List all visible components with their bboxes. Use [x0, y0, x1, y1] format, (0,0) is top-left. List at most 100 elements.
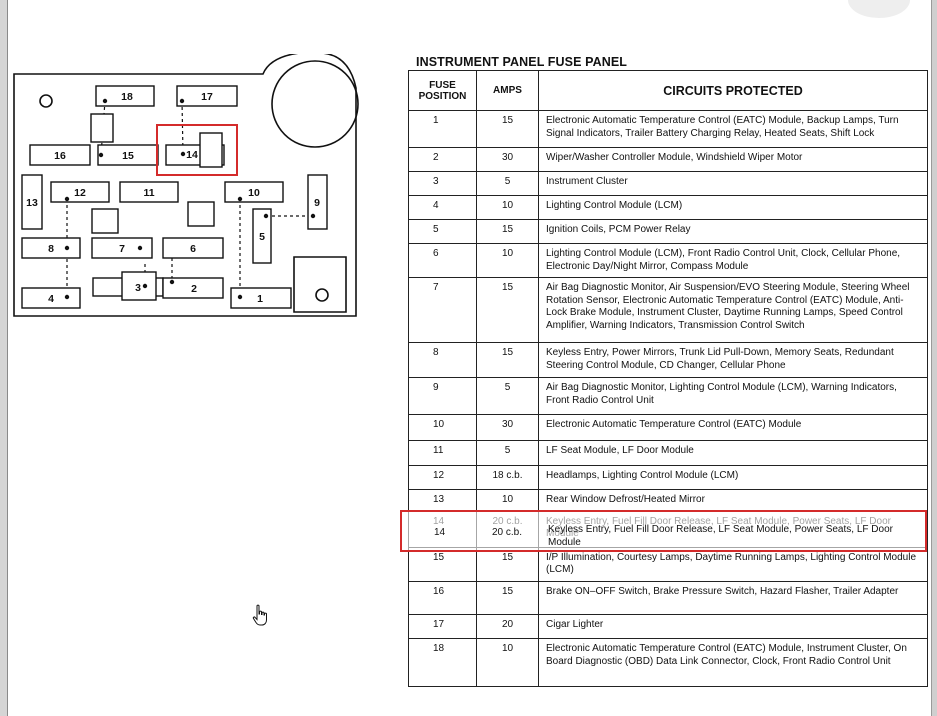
fuse-position-cell: 2	[408, 147, 477, 172]
circuits-cell: Wiper/Washer Controller Module, Windshie…	[538, 147, 928, 172]
circuits-cell: Lighting Control Module (LCM)	[538, 195, 928, 220]
amps-cell: 15	[476, 546, 539, 582]
amps-cell: 15	[476, 219, 539, 244]
fuse-label-16: 16	[54, 150, 66, 162]
amps-cell: 15	[476, 277, 539, 344]
amps-cell: 5	[476, 377, 539, 416]
amps-cell: 15	[476, 342, 539, 379]
fuse-label-8: 8	[48, 243, 54, 255]
hand-pointer-cursor-icon	[252, 604, 267, 626]
highlight-amps: 20 c.b.	[492, 527, 523, 538]
amps-cell: 30	[476, 414, 539, 442]
fuse-position-cell: 15	[408, 546, 477, 582]
fuse-label-7: 7	[119, 243, 125, 255]
window-frame-left	[0, 0, 8, 716]
circuits-cell: Electronic Automatic Temperature Control…	[538, 110, 928, 148]
fuse-position-cell: 6	[408, 242, 477, 279]
circuits-cell: Keyless Entry, Power Mirrors, Trunk Lid …	[538, 342, 928, 379]
amps-cell: 10	[476, 195, 539, 220]
circuits-cell: Air Bag Diagnostic Monitor, Air Suspensi…	[538, 277, 928, 344]
table-header-row: FUSE POSITION AMPS CIRCUITS PROTECTED	[408, 70, 928, 111]
amps-cell: 10	[476, 637, 539, 687]
fuse-label-12: 12	[74, 187, 86, 199]
highlight-circuits: Keyless Entry, Fuel Fill Door Release, L…	[548, 524, 893, 548]
circuits-cell: Headlamps, Lighting Control Module (LCM)	[538, 465, 928, 491]
fuse-position-cell: 16	[408, 580, 477, 615]
fuse-14-row-highlight: 14 20 c.b. Keyless Entry, Fuel Fill Door…	[400, 510, 927, 552]
mount-hole-top-left	[39, 94, 53, 108]
fuse-panel-diagram: 18 17 16 15 14 13 12 11 10 9 8 7 6 5 4 3…	[13, 54, 359, 317]
highlight-fuse-position: 14	[434, 527, 446, 538]
fuse-14-highlight	[156, 124, 238, 176]
amps-cell: 15	[476, 110, 539, 148]
fuse-position-cell: 3	[408, 171, 477, 196]
amps-cell: 20	[476, 613, 539, 639]
circuits-cell: I/P Illumination, Courtesy Lamps, Daytim…	[538, 546, 928, 582]
fuse-label-17: 17	[201, 91, 213, 103]
fuse-position-cell: 17	[408, 613, 477, 639]
amps-cell: 5	[476, 440, 539, 467]
fuse-label-5: 5	[259, 231, 265, 243]
fuse-position-cell: 1	[408, 110, 477, 148]
amps-cell: 15	[476, 580, 539, 615]
fuse-label-13: 13	[26, 197, 38, 209]
fuse-position-cell: 13	[408, 489, 477, 512]
circuits-cell: Instrument Cluster	[538, 171, 928, 196]
lighter-socket-circle	[271, 60, 359, 148]
fuse-position-cell: 18	[408, 637, 477, 687]
amps-cell: 30	[476, 147, 539, 172]
amps-cell: 10	[476, 242, 539, 279]
table-title: INSTRUMENT PANEL FUSE PANEL	[416, 55, 628, 69]
fuse-label-14: 14	[186, 149, 198, 161]
fuse-label-4: 4	[48, 293, 54, 305]
fuse-position-cell: 10	[408, 414, 477, 442]
fuse-position-cell: 7	[408, 277, 477, 344]
fuse-label-6: 6	[190, 243, 196, 255]
fuse-position-cell: 9	[408, 377, 477, 416]
fuse-position-cell: 12	[408, 465, 477, 491]
panel-corner-notch	[293, 256, 347, 313]
window-corner-control[interactable]	[848, 0, 910, 18]
fuse-label-3: 3	[135, 282, 141, 294]
fuse-label-11: 11	[143, 187, 154, 199]
amps-cell: 10	[476, 489, 539, 512]
circuits-cell: Electronic Automatic Temperature Control…	[538, 637, 928, 687]
fuse-label-15: 15	[122, 150, 134, 162]
circuits-cell: Electronic Automatic Temperature Control…	[538, 414, 928, 442]
fuse-label-1: 1	[257, 293, 263, 305]
fuse-label-18: 18	[121, 91, 133, 103]
circuits-cell: Air Bag Diagnostic Monitor, Lighting Con…	[538, 377, 928, 416]
fuse-label-9: 9	[314, 197, 320, 209]
amps-cell: 18 c.b.	[476, 465, 539, 491]
fuse-position-cell: 4	[408, 195, 477, 220]
fuse-position-cell: 5	[408, 219, 477, 244]
header-fuse-position: FUSE POSITION	[408, 70, 477, 111]
circuits-cell: LF Seat Module, LF Door Module	[538, 440, 928, 467]
fuse-label-10: 10	[248, 187, 260, 199]
circuits-cell: Brake ON–OFF Switch, Brake Pressure Swit…	[538, 580, 928, 615]
fuse-position-cell: 8	[408, 342, 477, 379]
circuits-cell: Cigar Lighter	[538, 613, 928, 639]
mount-hole-bottom-right	[315, 288, 329, 302]
fuse-label-2: 2	[191, 283, 197, 295]
circuits-cell: Rear Window Defrost/Heated Mirror	[538, 489, 928, 512]
window-frame-right	[931, 0, 937, 716]
fuse-position-cell: 11	[408, 440, 477, 467]
